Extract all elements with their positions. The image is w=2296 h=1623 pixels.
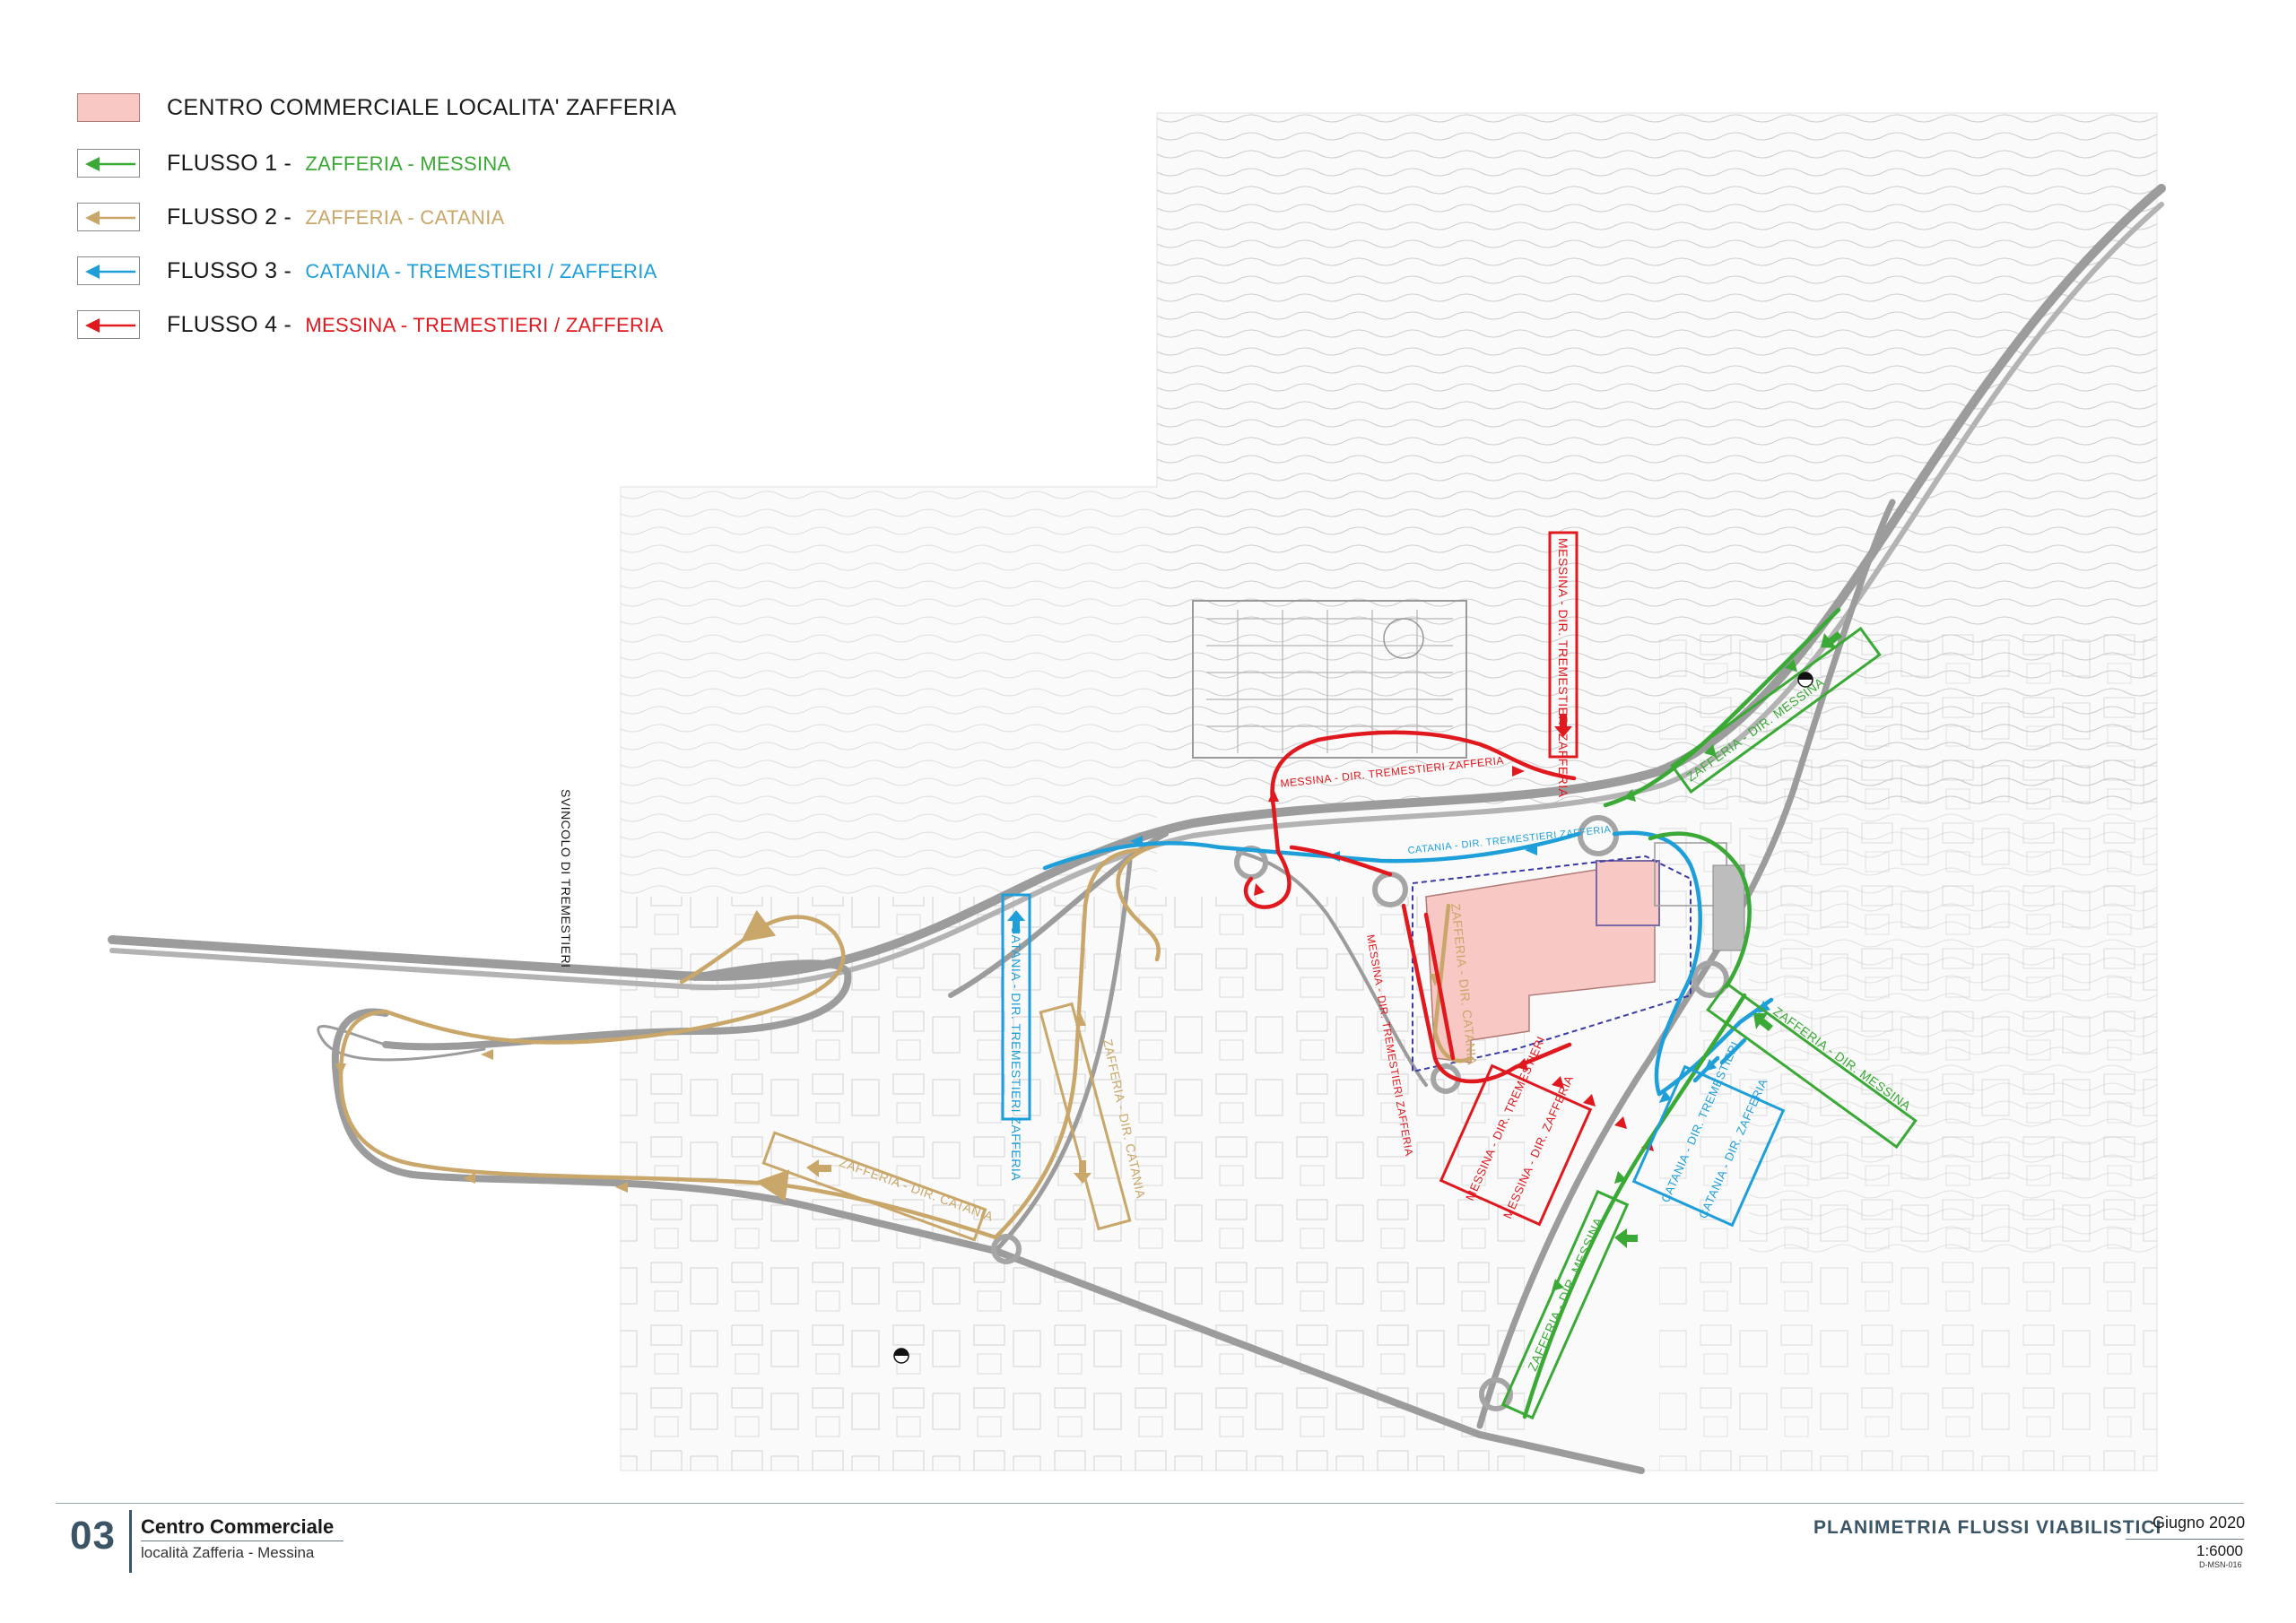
label-blue-left: CATANIA - DIR. TREMESTIERI ZAFFERIA [1009,925,1023,1181]
sheet-code: D-MSN-016 [2199,1560,2242,1569]
flow-4-swatch [77,310,140,339]
north-arrow-icon [893,1348,909,1364]
flow-3-swatch [77,256,140,285]
legend-label: FLUSSO 3 - CATANIA - TREMESTIERI / ZAFFE… [167,258,657,283]
sheet-title-underline [2126,1539,2244,1540]
flow-label-boxes [761,531,1918,1420]
footer-divider [56,1503,2244,1504]
shopping-centre-swatch [77,93,140,122]
flow-1-swatch [77,149,140,178]
flow-1-route [1522,607,1841,1419]
legend-label: FLUSSO 4 - MESSINA - TREMESTIERI / ZAFFE… [167,312,664,337]
flow-2-swatch [77,203,140,231]
sheet-scale: 1:6000 [2196,1542,2243,1559]
north-arrow-icon [1797,672,1813,688]
flow-4-route [1243,730,1577,1084]
flow-2-route [338,840,1474,1240]
sheet-title: PLANIMETRIA FLUSSI VIABILISTICI [1813,1517,2162,1538]
project-title: Centro Commerciale [141,1515,335,1538]
label-red-top: MESSINA - DIR. TREMESTIERI ZAFFERIA [1556,538,1570,798]
legend-label: FLUSSO 2 - ZAFFERIA - CATANIA [167,204,505,230]
sheet-number-divider [129,1510,132,1573]
svincolo-label: SVINCOLO DI TREMESTIERI [559,789,573,968]
legend-label: CENTRO COMMERCIALE LOCALITA' ZAFFERIA [167,95,677,120]
sheet-date: Giugno 2020 [2152,1514,2246,1532]
project-subtitle: località Zafferia - Messina [141,1544,315,1561]
base-map [620,112,2158,1471]
flow-box-arrows [806,631,1842,1248]
sheet-number: 03 [70,1514,116,1558]
flow-1-arrows [1552,659,1797,1291]
legend-label: FLUSSO 1 - ZAFFERIA - MESSINA [167,151,511,176]
